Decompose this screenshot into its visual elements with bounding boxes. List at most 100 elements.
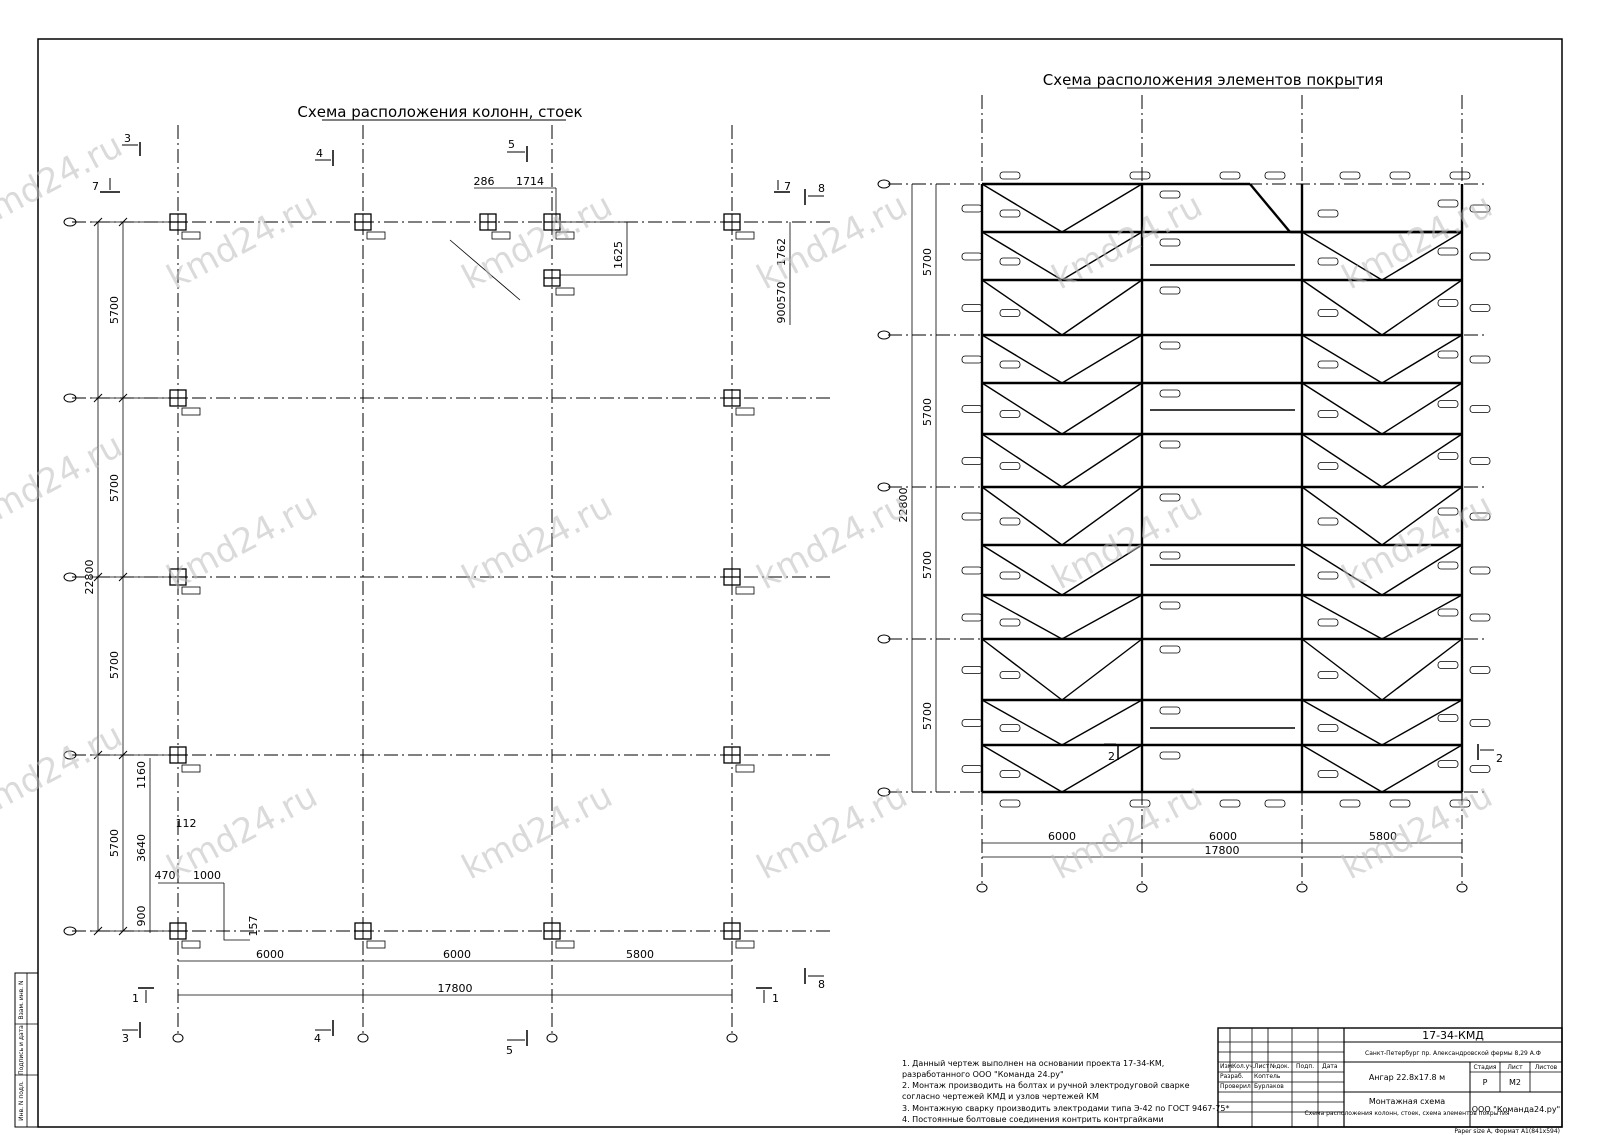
tb-sheet-label: Лист (1507, 1064, 1523, 1071)
detail-angled-dim (449, 239, 521, 301)
tb-company: ООО "Команда24.ру" (1472, 1105, 1561, 1114)
left-row-dim-3: 5700 (108, 651, 121, 679)
section-mark-8-bottom: 8 (804, 968, 825, 991)
left-axis-bubble (63, 217, 77, 227)
right-row-dim-3: 5700 (921, 551, 934, 579)
watermark-text: kmd24.ru (160, 776, 324, 888)
right-roof-plan: Схема расположения элементов покрытия 57… (877, 71, 1503, 893)
member-tag (999, 257, 1021, 266)
left-total-height: 22800 (83, 560, 96, 595)
detail-dim-1762: 1762 (775, 238, 788, 266)
brace (981, 183, 1063, 233)
member-tag (961, 304, 983, 312)
member-tag (999, 171, 1021, 180)
svg-text:1: 1 (132, 992, 139, 1005)
left-axis-bubble (63, 572, 77, 582)
section-mark-8-top: 8 (804, 182, 825, 205)
member-tag (1317, 618, 1339, 627)
svg-text:3: 3 (122, 1032, 129, 1045)
member-tag (1437, 199, 1459, 208)
member-tag (961, 457, 983, 465)
detail-dim-1714: 1714 (516, 175, 544, 188)
brace (981, 382, 1063, 435)
detail-dim-286: 286 (474, 175, 495, 188)
member-tag (1159, 601, 1181, 610)
tb-sheets-label: Листов (1535, 1064, 1558, 1071)
brace (1061, 544, 1143, 596)
section-mark-7-right: 7 (774, 180, 791, 193)
left-bay-dim-3: 5800 (626, 948, 654, 961)
brace (981, 486, 1063, 546)
title-block-grid (1218, 1028, 1344, 1127)
member-tag (1437, 714, 1459, 722)
member-tag (1469, 204, 1491, 213)
member-tag (1469, 457, 1491, 465)
column-tag (366, 940, 386, 949)
roof-bracing (981, 183, 1463, 793)
svg-text:7: 7 (92, 180, 99, 193)
brace (1061, 279, 1143, 336)
right-row-dim-1: 5700 (921, 248, 934, 276)
member-tag (1469, 355, 1491, 364)
member-tag (999, 360, 1021, 369)
watermark-text: kmd24.ru (750, 486, 914, 598)
detail-dim-570: 570 (775, 282, 788, 303)
column-tag (735, 586, 755, 595)
member-tag (1449, 799, 1471, 808)
section-mark-7-left: 7 (92, 178, 120, 193)
note-1b: разработанного ООО "Команда 24.ру" (902, 1070, 1064, 1079)
note-2a: 2. Монтаж производить на болтах и ручной… (902, 1081, 1190, 1090)
brace (981, 594, 1063, 640)
member-tag (999, 462, 1021, 470)
column-tag (735, 231, 755, 240)
svg-text:5: 5 (508, 138, 515, 151)
brace (1381, 279, 1463, 336)
brace (1381, 744, 1463, 793)
svg-text:2: 2 (1108, 750, 1115, 763)
right-total-height: 22800 (897, 488, 910, 523)
left-row-dim-1: 5700 (108, 296, 121, 324)
column-tag (366, 231, 386, 240)
left-columns (169, 213, 755, 949)
right-axis-bubble (1456, 883, 1468, 893)
section-mark-1-left: 1 (132, 987, 154, 1005)
detail-dim-1000: 1000 (193, 869, 221, 882)
tb-name-dev: Коптель (1254, 1073, 1281, 1080)
svg-text:8: 8 (818, 182, 825, 195)
svg-text:4: 4 (316, 147, 323, 160)
watermark-text: kmd24.ru (455, 486, 619, 598)
right-axis-bubble (976, 883, 988, 893)
brace (981, 334, 1063, 384)
left-axis-bubble (63, 926, 77, 936)
note-4: 4. Постоянные болтовые соединения контри… (902, 1115, 1164, 1124)
watermark-text: kmd24.ru (455, 186, 619, 298)
member-tag (961, 512, 983, 521)
member-tag (1317, 770, 1339, 778)
member-tag (999, 209, 1021, 218)
detail-leader (223, 883, 250, 941)
member-tag (1437, 760, 1459, 768)
member-tags (961, 171, 1491, 808)
brace (981, 433, 1063, 488)
brace (1301, 699, 1383, 746)
tb-paper-size: Paper size А, Формат А1(841х594) (1454, 1128, 1560, 1135)
member-tag (1159, 190, 1181, 199)
member-tag (1159, 706, 1181, 715)
sheet-frame (37, 38, 1563, 1128)
right-axis-bubble (877, 482, 891, 492)
member-tag (1469, 405, 1491, 413)
brace (1301, 231, 1383, 281)
watermark-text: kmd24.ru (0, 716, 129, 828)
brace (1381, 382, 1463, 435)
member-tag (1129, 799, 1151, 808)
section-mark-4-top: 4 (315, 147, 334, 166)
member-tag (1159, 645, 1181, 654)
brace (1381, 638, 1463, 701)
member-tag (1159, 440, 1181, 449)
brace (1061, 231, 1143, 281)
brace (1301, 486, 1383, 546)
member-tag (1449, 171, 1471, 180)
member-tag (1159, 751, 1181, 760)
stamp-inv: Инв. N подл. (18, 1081, 25, 1121)
right-axis-bubble (877, 634, 891, 644)
